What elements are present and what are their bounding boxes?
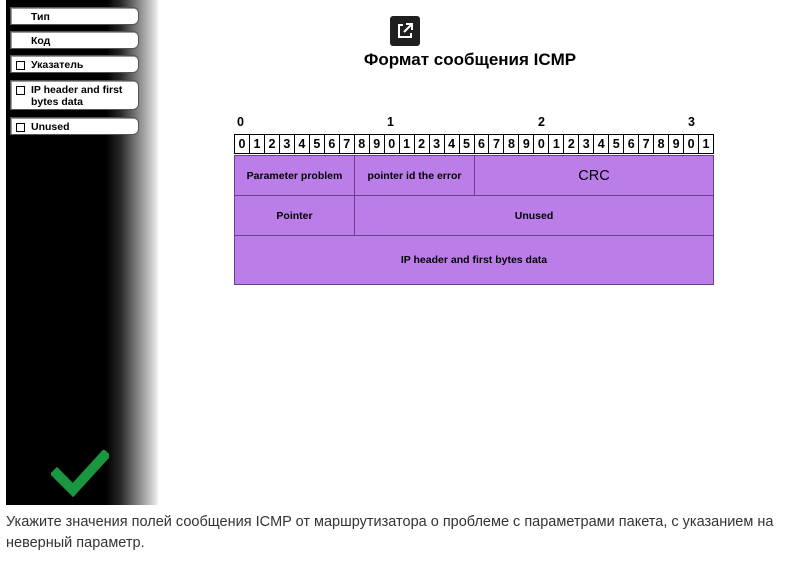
- field-data[interactable]: IP header and first bytes data: [234, 235, 714, 285]
- bit-cell: 9: [669, 135, 685, 153]
- octet-label: 1: [387, 115, 394, 129]
- bit-cell: 8: [355, 135, 370, 153]
- checkmark-icon[interactable]: [49, 448, 112, 503]
- field-type[interactable]: Parameter problem: [234, 155, 355, 196]
- bit-cell: 0: [684, 135, 700, 153]
- bit-cell: 1: [250, 135, 265, 153]
- bit-cell: 2: [564, 135, 580, 153]
- bit-cell: 2: [265, 135, 280, 153]
- draggable-option-code[interactable]: Код: [10, 31, 139, 49]
- external-link-button[interactable]: [390, 16, 420, 46]
- external-link-icon: [398, 23, 413, 38]
- bit-cell: 5: [460, 135, 475, 153]
- bit-cell: 7: [489, 135, 505, 153]
- bit-cell: 3: [430, 135, 445, 153]
- bit-cell: 4: [445, 135, 460, 153]
- page-title: Формат сообщения ICMP: [363, 50, 577, 69]
- bit-cell: 4: [295, 135, 310, 153]
- octet-label: 0: [237, 115, 244, 129]
- option-label: Тип: [31, 11, 50, 23]
- octet-label: 2: [538, 115, 545, 129]
- bit-cell: 4: [594, 135, 610, 153]
- draggable-option-unused[interactable]: Unused: [10, 117, 139, 135]
- bit-cell: 6: [325, 135, 340, 153]
- bit-cell: 0: [534, 135, 550, 153]
- checkbox-icon: [16, 86, 25, 95]
- option-label: Указатель: [31, 59, 84, 71]
- checkbox-icon: [16, 123, 25, 132]
- bit-cell: 5: [609, 135, 625, 153]
- bit-cell: 3: [280, 135, 295, 153]
- bit-cell: 6: [624, 135, 640, 153]
- bit-cell: 7: [639, 135, 655, 153]
- draggable-option-type[interactable]: Тип: [10, 7, 139, 25]
- field-code[interactable]: pointer id the error: [354, 155, 475, 196]
- option-label-line2: bytes data: [31, 96, 83, 108]
- option-label-line1: IP header and first: [31, 84, 123, 96]
- bit-cell: 9: [370, 135, 385, 153]
- bit-cell: 1: [549, 135, 565, 153]
- bit-cell: 3: [579, 135, 595, 153]
- question-text: Укажите значения полей сообщения ICMP от…: [6, 514, 774, 551]
- bit-cell: 0: [235, 135, 250, 153]
- octet-label: 3: [688, 115, 695, 129]
- bit-cell: 8: [654, 135, 670, 153]
- bit-cell: 5: [310, 135, 325, 153]
- bit-cell: 0: [385, 135, 400, 153]
- bit-cell: 6: [475, 135, 490, 153]
- draggable-option-ip-header[interactable]: IP header and first bytes data: [10, 80, 139, 110]
- field-checksum[interactable]: CRC: [474, 155, 714, 196]
- bit-cell: 9: [519, 135, 535, 153]
- bit-cell: 7: [340, 135, 355, 153]
- option-label: Код: [31, 35, 51, 47]
- checkbox-icon: [16, 61, 25, 70]
- bit-cell: 8: [504, 135, 520, 153]
- answer-sidebar: Тип Код Указатель IP header and first by…: [6, 0, 158, 505]
- field-unused[interactable]: Unused: [354, 195, 714, 236]
- bit-cell: 1: [400, 135, 415, 153]
- bit-cell: 2: [415, 135, 430, 153]
- option-label: Unused: [31, 121, 70, 133]
- field-pointer[interactable]: Pointer: [234, 195, 355, 236]
- bit-cell: 1: [702, 137, 710, 151]
- draggable-option-pointer[interactable]: Указатель: [10, 55, 139, 73]
